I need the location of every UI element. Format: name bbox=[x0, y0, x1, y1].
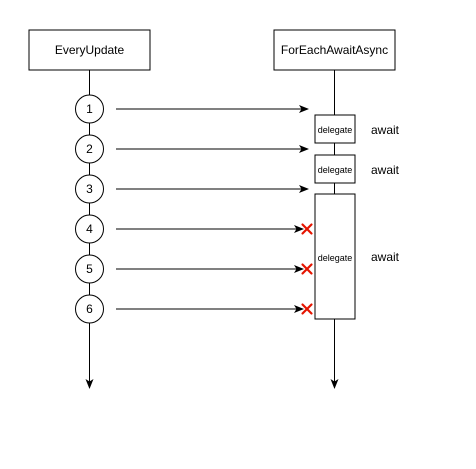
await-note: await bbox=[371, 123, 400, 137]
activation-box bbox=[314, 114, 356, 144]
message-number: 6 bbox=[86, 302, 93, 316]
participant-foreachawaitasync[interactable]: ForEachAwaitAsync bbox=[273, 29, 396, 71]
message-number: 3 bbox=[86, 182, 93, 196]
activation-label: delegate bbox=[318, 165, 353, 175]
activation-3[interactable]: delegate await bbox=[314, 193, 400, 320]
activation-label: delegate bbox=[318, 253, 353, 263]
await-note: await bbox=[371, 250, 400, 264]
message-number-circle bbox=[75, 254, 104, 284]
message-2[interactable]: 2 bbox=[75, 134, 309, 164]
participant-label: ForEachAwaitAsync bbox=[281, 43, 388, 57]
message-number: 4 bbox=[86, 222, 93, 236]
message-6[interactable]: 6 bbox=[75, 294, 313, 324]
message-4[interactable]: 4 bbox=[75, 214, 313, 244]
activation-1[interactable]: delegate await bbox=[314, 114, 400, 144]
participant-box bbox=[273, 29, 396, 71]
message-number-circle bbox=[75, 94, 104, 124]
activation-2[interactable]: delegate await bbox=[314, 154, 400, 184]
participant-everyupdate[interactable]: EveryUpdate bbox=[28, 29, 151, 71]
participant-box bbox=[28, 29, 151, 71]
message-number: 2 bbox=[86, 142, 93, 156]
message-number-circle bbox=[75, 174, 104, 204]
activation-box bbox=[314, 193, 356, 320]
message-1[interactable]: 1 bbox=[75, 94, 309, 124]
message-number: 1 bbox=[86, 102, 93, 116]
message-number: 5 bbox=[86, 262, 93, 276]
message-number-circle bbox=[75, 294, 104, 324]
blocked-x-icon bbox=[301, 303, 313, 315]
participant-label: EveryUpdate bbox=[55, 43, 125, 57]
message-number-circle bbox=[75, 134, 104, 164]
message-number-circle bbox=[75, 214, 104, 244]
blocked-x-icon bbox=[301, 223, 313, 235]
message-5[interactable]: 5 bbox=[75, 254, 313, 284]
await-note: await bbox=[371, 163, 400, 177]
activation-label: delegate bbox=[318, 125, 353, 135]
activation-box bbox=[314, 154, 356, 184]
message-3[interactable]: 3 bbox=[75, 174, 309, 204]
blocked-x-icon bbox=[301, 263, 313, 275]
